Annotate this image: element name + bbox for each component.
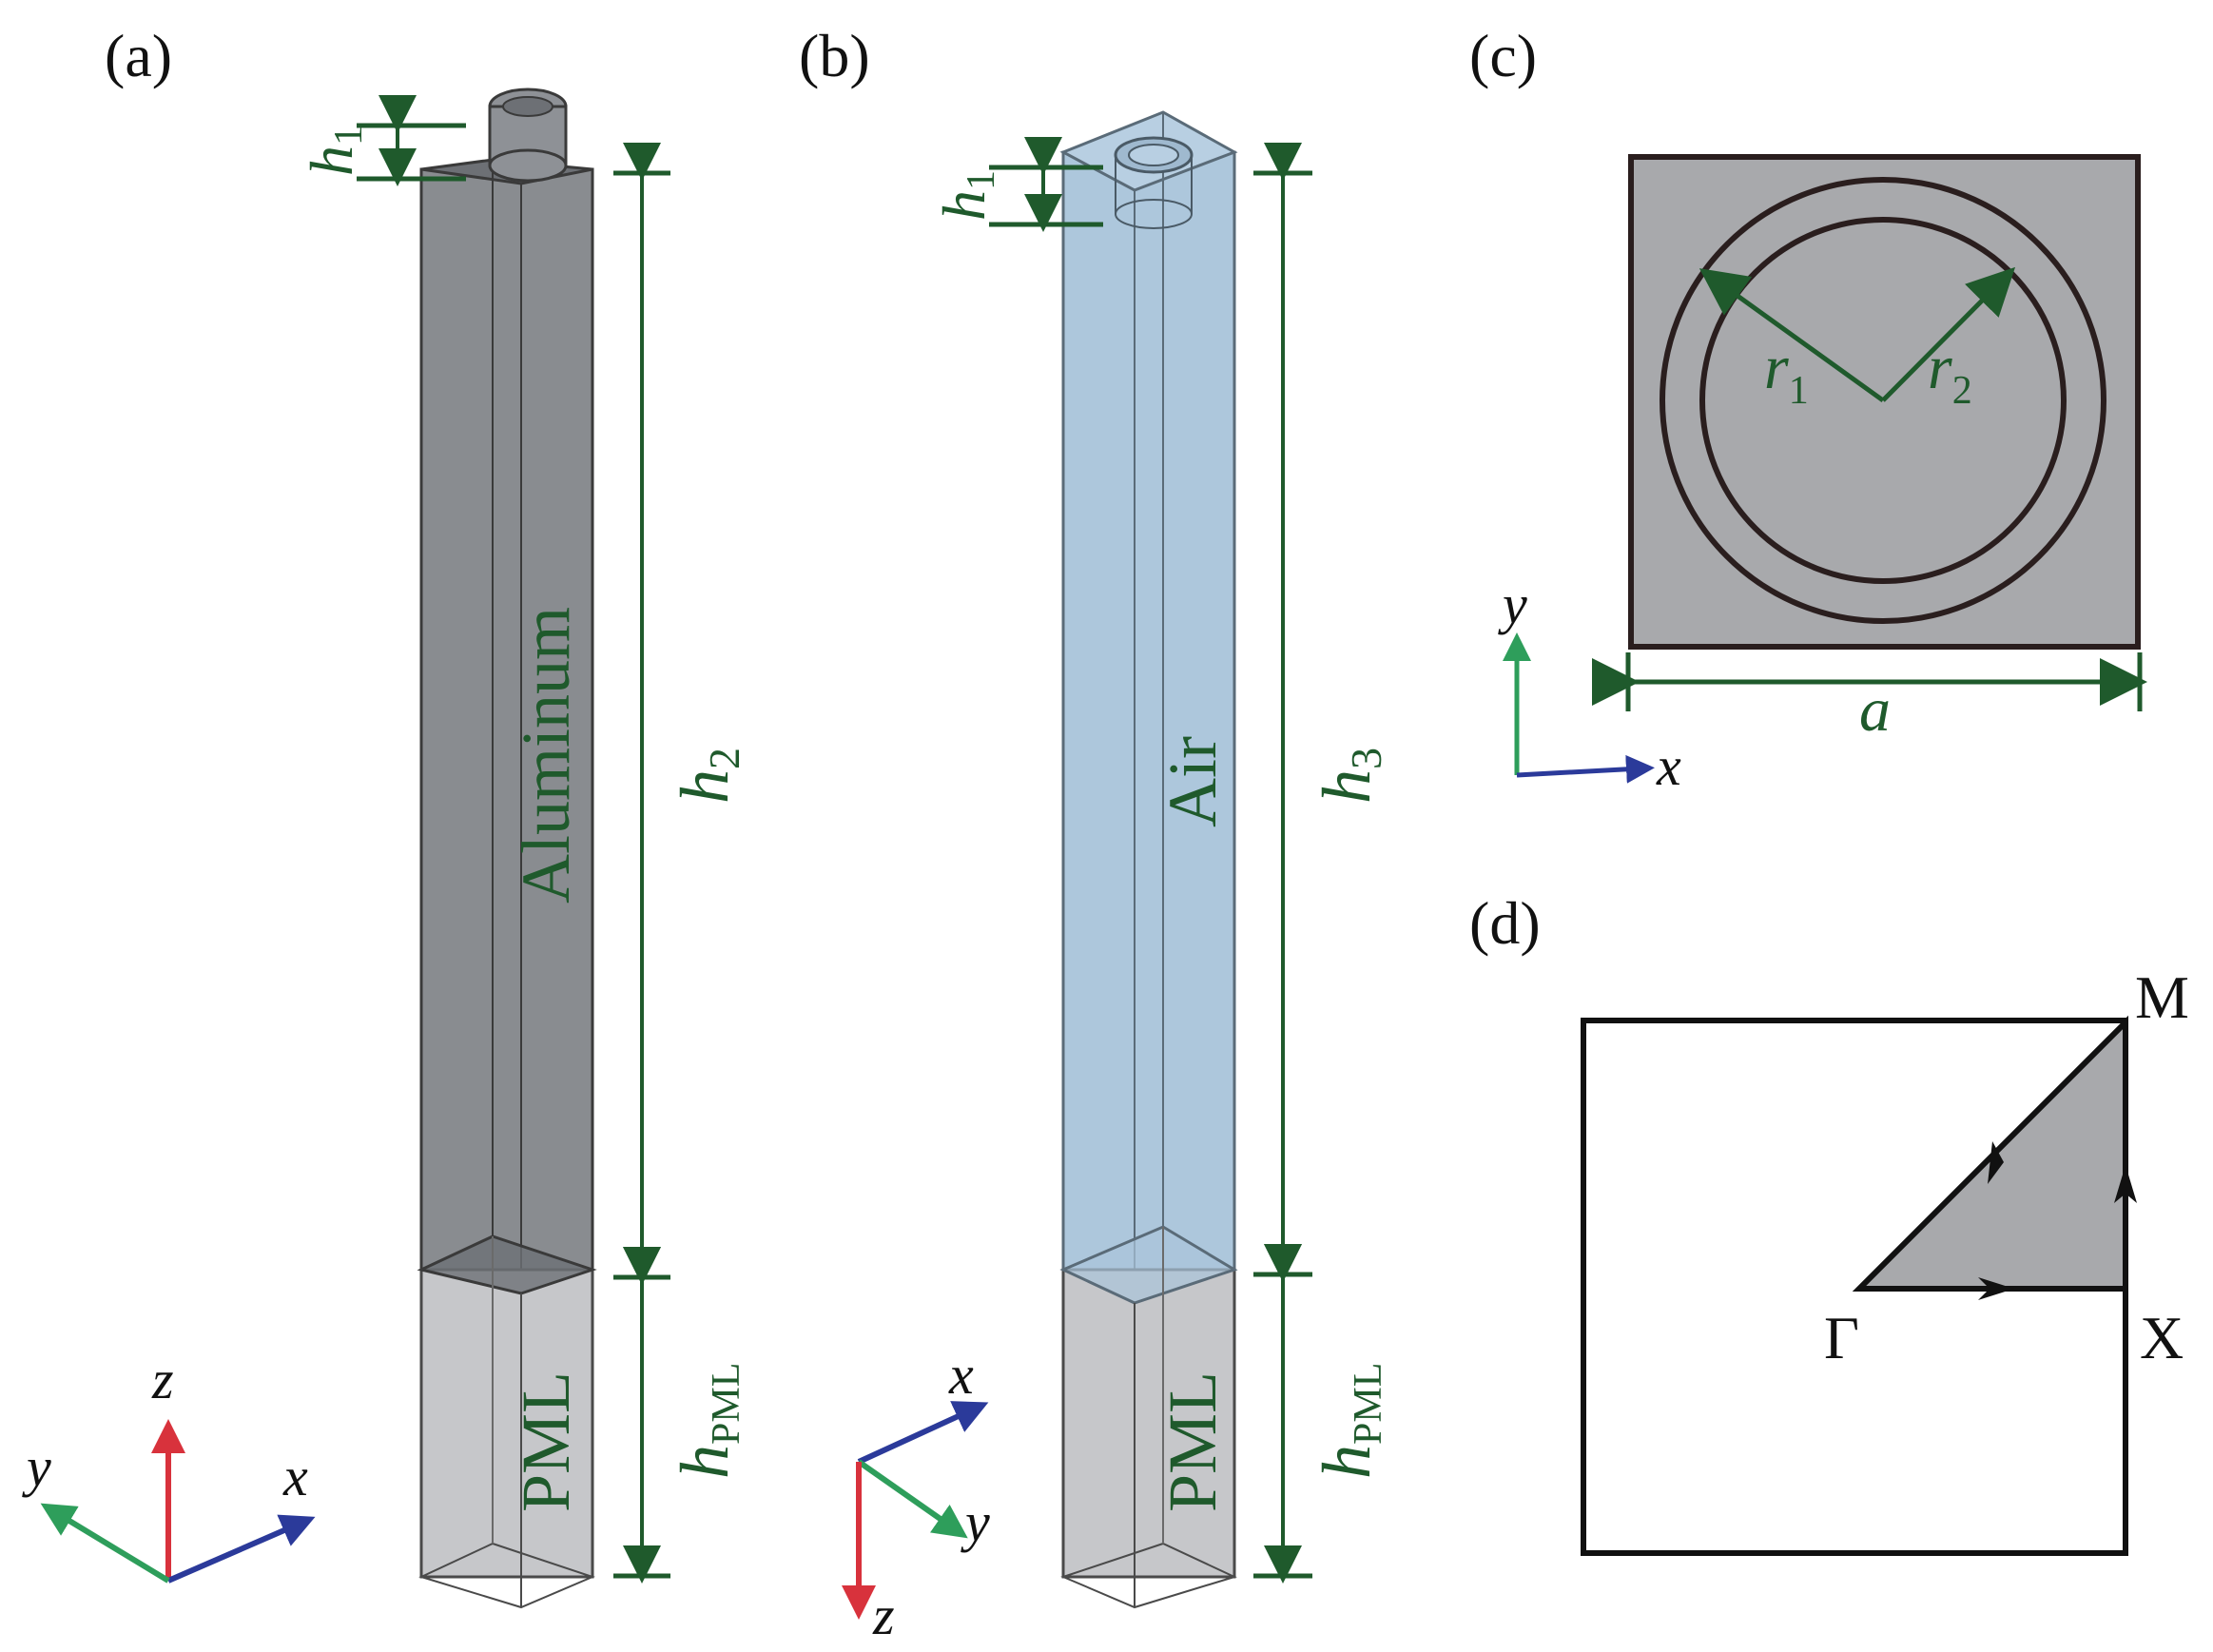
hpml-label-b: hPML	[1309, 1363, 1390, 1479]
pml-section-b	[1059, 1225, 1238, 1609]
outer-circle	[1660, 177, 2106, 624]
r2-label: r2	[1928, 333, 1972, 413]
axes-triad-a: z x y	[22, 1349, 316, 1584]
panel-d-label: (d)	[1469, 889, 1541, 957]
dimension-h2: h2	[613, 143, 748, 1285]
y-axis-label-b: y	[961, 1491, 990, 1553]
dimension-hpml-b: hPML	[1253, 1244, 1390, 1584]
unit-cell-square	[1628, 154, 2141, 650]
panel-a-label: (a)	[105, 22, 172, 89]
y-axis-label-a: y	[22, 1436, 51, 1498]
path-arrow-x-m	[2114, 1165, 2137, 1203]
x-axis-label-c: x	[1656, 735, 1681, 797]
pml-label-a: PML	[508, 1371, 584, 1512]
dimension-h3: h3	[1253, 143, 1390, 1282]
m-point-label: M	[2135, 963, 2189, 1031]
r1-arrow	[1699, 268, 1885, 403]
panel-d: (d) Γ X M	[1469, 889, 2189, 1556]
h1-label-a: h1	[298, 126, 371, 176]
dimension-h1-b: h1	[930, 137, 1103, 232]
dimension-hpml-a: hPML	[613, 1247, 748, 1584]
panel-a: (a) Aluminum PML h1	[22, 22, 748, 1609]
h2-label: h2	[667, 748, 748, 804]
panel-c: (c) r1 r2 a y x	[1469, 22, 2147, 797]
axes-triad-b: x y z	[842, 1344, 990, 1646]
path-arrow-gamma-x	[1978, 1277, 2014, 1300]
x-axis-label-a: x	[282, 1446, 308, 1507]
inner-circle	[1699, 217, 2067, 584]
air-column	[1059, 110, 1238, 1272]
dimension-h1-a: h1	[298, 95, 466, 186]
z-axis-label-b: z	[872, 1584, 895, 1646]
gamma-point-label: Γ	[1824, 1304, 1859, 1371]
panel-b: (b) Air PML h1	[799, 22, 1390, 1646]
x-point-label: X	[2140, 1304, 2184, 1371]
aluminum-column	[419, 87, 594, 1272]
panel-b-label: (b)	[799, 22, 870, 89]
pml-label-b: PML	[1155, 1371, 1231, 1512]
panel-c-label: (c)	[1469, 22, 1537, 89]
r1-label: r1	[1764, 333, 1809, 413]
z-axis-label-a: z	[151, 1349, 174, 1410]
axes-c: y x	[1498, 573, 1681, 797]
x-axis-label-b: x	[948, 1344, 974, 1406]
lattice-constant-label: a	[1859, 675, 1891, 745]
y-axis-label-c: y	[1498, 573, 1527, 635]
material-label-aluminum: Aluminum	[508, 607, 584, 904]
path-arrow-m-gamma	[1988, 1141, 2004, 1184]
r2-arrow	[1881, 266, 2016, 402]
material-label-air: Air	[1155, 736, 1231, 827]
h1-label-b: h1	[930, 170, 1003, 221]
pml-section-a	[417, 1234, 597, 1609]
hpml-label-a: hPML	[667, 1363, 748, 1479]
h3-label: h3	[1309, 748, 1390, 804]
